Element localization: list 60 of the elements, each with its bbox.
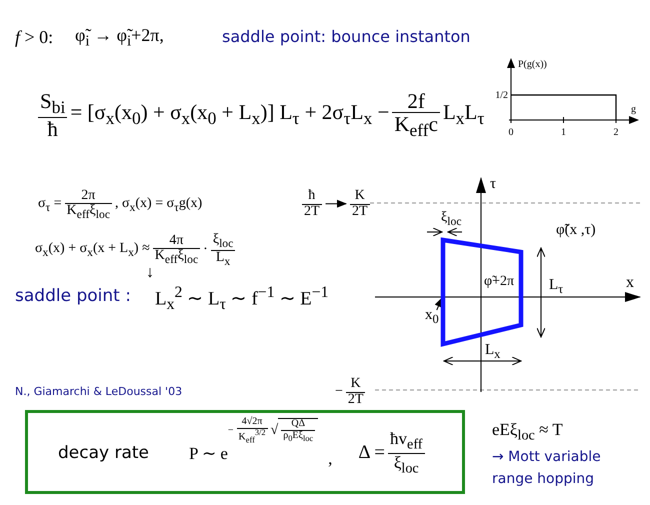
- equation-text: eEξ$_{loc}$ ≈ T: [492, 421, 563, 444]
- fraction-numerator: S$_{bi}$: [39, 90, 66, 117]
- equation-text: f > 0:: [15, 28, 54, 48]
- tick-label: 1: [561, 127, 566, 138]
- equation-text: −: [335, 384, 343, 400]
- result-text: saddle point :: [15, 287, 131, 306]
- heading-text: saddle point: bounce instanton: [222, 28, 470, 46]
- fraction-denominator: ρ$_{0}$Eξ$_{loc}$: [282, 430, 314, 444]
- fraction-label: 2T: [351, 204, 369, 220]
- note-text: → Mott variable range hopping: [492, 448, 602, 490]
- fraction-denominator: K$_{eff}$c: [393, 113, 439, 140]
- axis-label: τ: [490, 176, 496, 192]
- equation-text: P ∼ e: [189, 442, 228, 464]
- fraction-denominator: ħ: [46, 118, 59, 140]
- axis-label: P(g(x)): [518, 59, 547, 70]
- tick-label: 2: [614, 127, 618, 138]
- equation-text: Δ =: [358, 442, 386, 464]
- fraction-numerator: 2π: [80, 188, 96, 204]
- leader-line: [434, 297, 442, 310]
- region-label: φ̃+2π: [484, 274, 514, 290]
- fraction-numerator: K: [350, 377, 362, 392]
- fraction-label: 2T: [303, 204, 321, 220]
- fraction-numerator: 4π: [168, 234, 184, 248]
- result-box: [25, 410, 465, 494]
- fraction-denominator: ξ$_{loc}$: [392, 454, 420, 476]
- point-label: x$_{0}$: [425, 307, 439, 323]
- fraction-numerator: 4√2π: [240, 417, 264, 428]
- equation-text: , σ$_{x}$(x) = σ$_{τ}$g(x): [115, 196, 202, 214]
- equation-text: = [σ$_{x}$(x$_{0}$) + σ$_{x}$(x$_{0}$ + L$_{x}$)] L$_{τ}$ + 2σ$_{τ}$L$_{x}$ −: [70, 100, 390, 130]
- fraction-numerator: QΔ: [290, 419, 306, 430]
- tick-label: 0: [508, 127, 514, 138]
- equation-text: L$_{x}$$^{2}$ ∼ L$_{τ}$ ∼ f$^{−1}$ ∼ E$^{−1}$: [155, 284, 329, 314]
- fraction-numerator: ħv$_{eff}$: [389, 430, 424, 452]
- text: decay rate: [58, 443, 150, 463]
- fraction-label: ħ: [307, 189, 316, 204]
- equation-text: L$_{x}$L$_{τ}$: [442, 100, 484, 130]
- equation-text: ,: [328, 449, 332, 469]
- dimension-label: ξ$_{loc}$: [441, 210, 462, 229]
- equation-text: ·: [203, 242, 208, 258]
- field-label: φ̃(x ,τ): [556, 222, 596, 238]
- dimension-label: L$_{x}$: [485, 342, 500, 362]
- fraction-denominator: K$_{eff}$ξ$_{loc}$: [154, 249, 200, 266]
- equation-text: σ$_{τ}$ =: [38, 196, 62, 214]
- fraction-numerator: 2f: [406, 90, 426, 112]
- fraction-numerator: ξ$_{loc}$: [212, 232, 234, 250]
- fraction-denominator: K$_{eff}$ξ$_{loc}$: [66, 204, 111, 222]
- equation-text: σ$_{x}$(x) + σ$_{x}$(x + L$_{x}$) ≈: [35, 241, 150, 259]
- arrow-symbol: ↓: [146, 264, 154, 282]
- fraction-denominator: 2T: [346, 392, 364, 408]
- fraction-denominator: L$_{x}$: [214, 250, 232, 268]
- axis-label: g: [631, 104, 636, 115]
- dimension-label: L$_{τ}$: [549, 277, 564, 297]
- axis-label: x: [626, 274, 634, 292]
- root-sign: √: [270, 422, 278, 439]
- citation-text: N., Giamarchi & LeDoussal '03: [15, 386, 182, 398]
- arrow: [325, 200, 347, 208]
- equation-text: φ̃$_{i}$ → φ̃$_{i}$+2π,: [75, 26, 164, 50]
- equation-text: −: [228, 425, 234, 436]
- tick-label: 1/2: [495, 90, 508, 101]
- fraction-label: K: [354, 189, 366, 204]
